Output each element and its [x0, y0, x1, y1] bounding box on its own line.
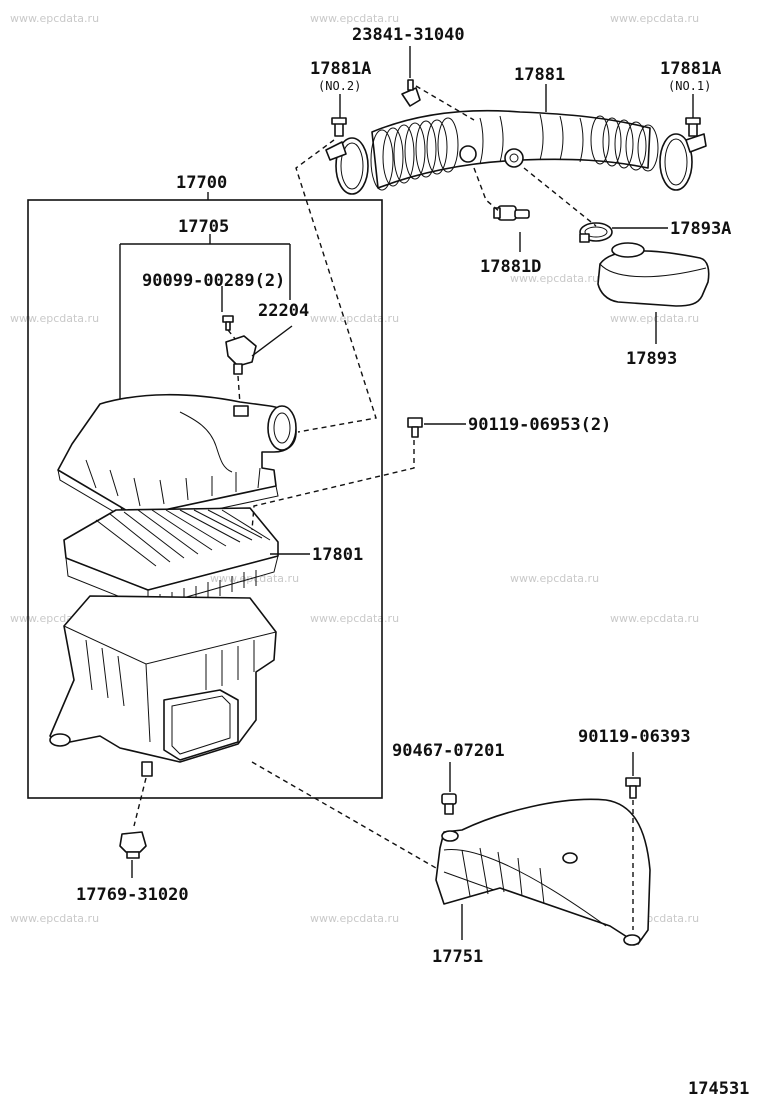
callout-90119-06953: 90119-06953(2): [468, 415, 611, 435]
callout-90119-06393: 90119-06393: [578, 727, 691, 747]
grommet-part: [119, 831, 147, 859]
screw-part: [222, 315, 234, 331]
watermark: www.epcdata.ru: [10, 912, 99, 925]
valve-part: [493, 205, 530, 221]
watermark: www.epcdata.ru: [610, 312, 699, 325]
resonator-part: [597, 242, 710, 307]
watermark: www.epcdata.ru: [610, 12, 699, 25]
callout-17893a: 17893A: [670, 219, 731, 239]
clip-90467: [441, 793, 457, 815]
hose-clamp-no2: [325, 117, 369, 195]
watermark: www.epcdata.ru: [310, 12, 399, 25]
watermark: www.epcdata.ru: [310, 312, 399, 325]
watermark: www.epcdata.ru: [210, 572, 299, 585]
hose-clamp-no1: [659, 117, 707, 191]
callout-90099-00289: 90099-00289(2): [142, 271, 285, 291]
callout-17881a-no1-sub: (NO.1): [668, 79, 711, 93]
watermark: www.epcdata.ru: [510, 572, 599, 585]
watermark: www.epcdata.ru: [10, 312, 99, 325]
callout-17801: 17801: [312, 545, 363, 565]
callout-22204: 22204: [258, 301, 309, 321]
cleaner-case-part: [49, 595, 277, 777]
callout-17893: 17893: [626, 349, 677, 369]
cleaner-cover-part: [57, 393, 297, 527]
watermark: www.epcdata.ru: [510, 272, 599, 285]
watermark: www.epcdata.ru: [10, 12, 99, 25]
watermark: www.epcdata.ru: [610, 612, 699, 625]
callout-90467-07201: 90467-07201: [392, 741, 505, 761]
small-clamp: [579, 222, 613, 243]
callout-17751: 17751: [432, 947, 483, 967]
air-inlet-duct-part: [435, 798, 651, 946]
callout-17881a-no1: 17881A: [660, 59, 721, 79]
bolt-part: [407, 417, 423, 438]
clip-part: [401, 79, 421, 107]
intake-hose-17881: [370, 109, 659, 191]
callout-17881d: 17881D: [480, 257, 541, 277]
watermark: www.epcdata.ru: [310, 912, 399, 925]
airflow-meter-part: [225, 335, 257, 375]
callout-17769-31020: 17769-31020: [76, 885, 189, 905]
bolt-90119-06393: [625, 777, 641, 799]
assembly-frame-17700: [27, 199, 383, 799]
callout-17881a-no2-sub: (NO.2): [318, 79, 361, 93]
callout-17881: 17881: [514, 65, 565, 85]
callout-17705: 17705: [178, 217, 229, 237]
figure-number: 174531: [688, 1079, 749, 1099]
callout-labels: 23841-31040 17881 17881A (NO.2) 17881A (…: [76, 25, 749, 1099]
callout-17881a-no2: 17881A: [310, 59, 371, 79]
air-filter-element: [63, 507, 279, 610]
callout-23841-31040: 23841-31040: [352, 25, 465, 45]
watermark: www.epcdata.ru: [310, 612, 399, 625]
callout-17700: 17700: [176, 173, 227, 193]
